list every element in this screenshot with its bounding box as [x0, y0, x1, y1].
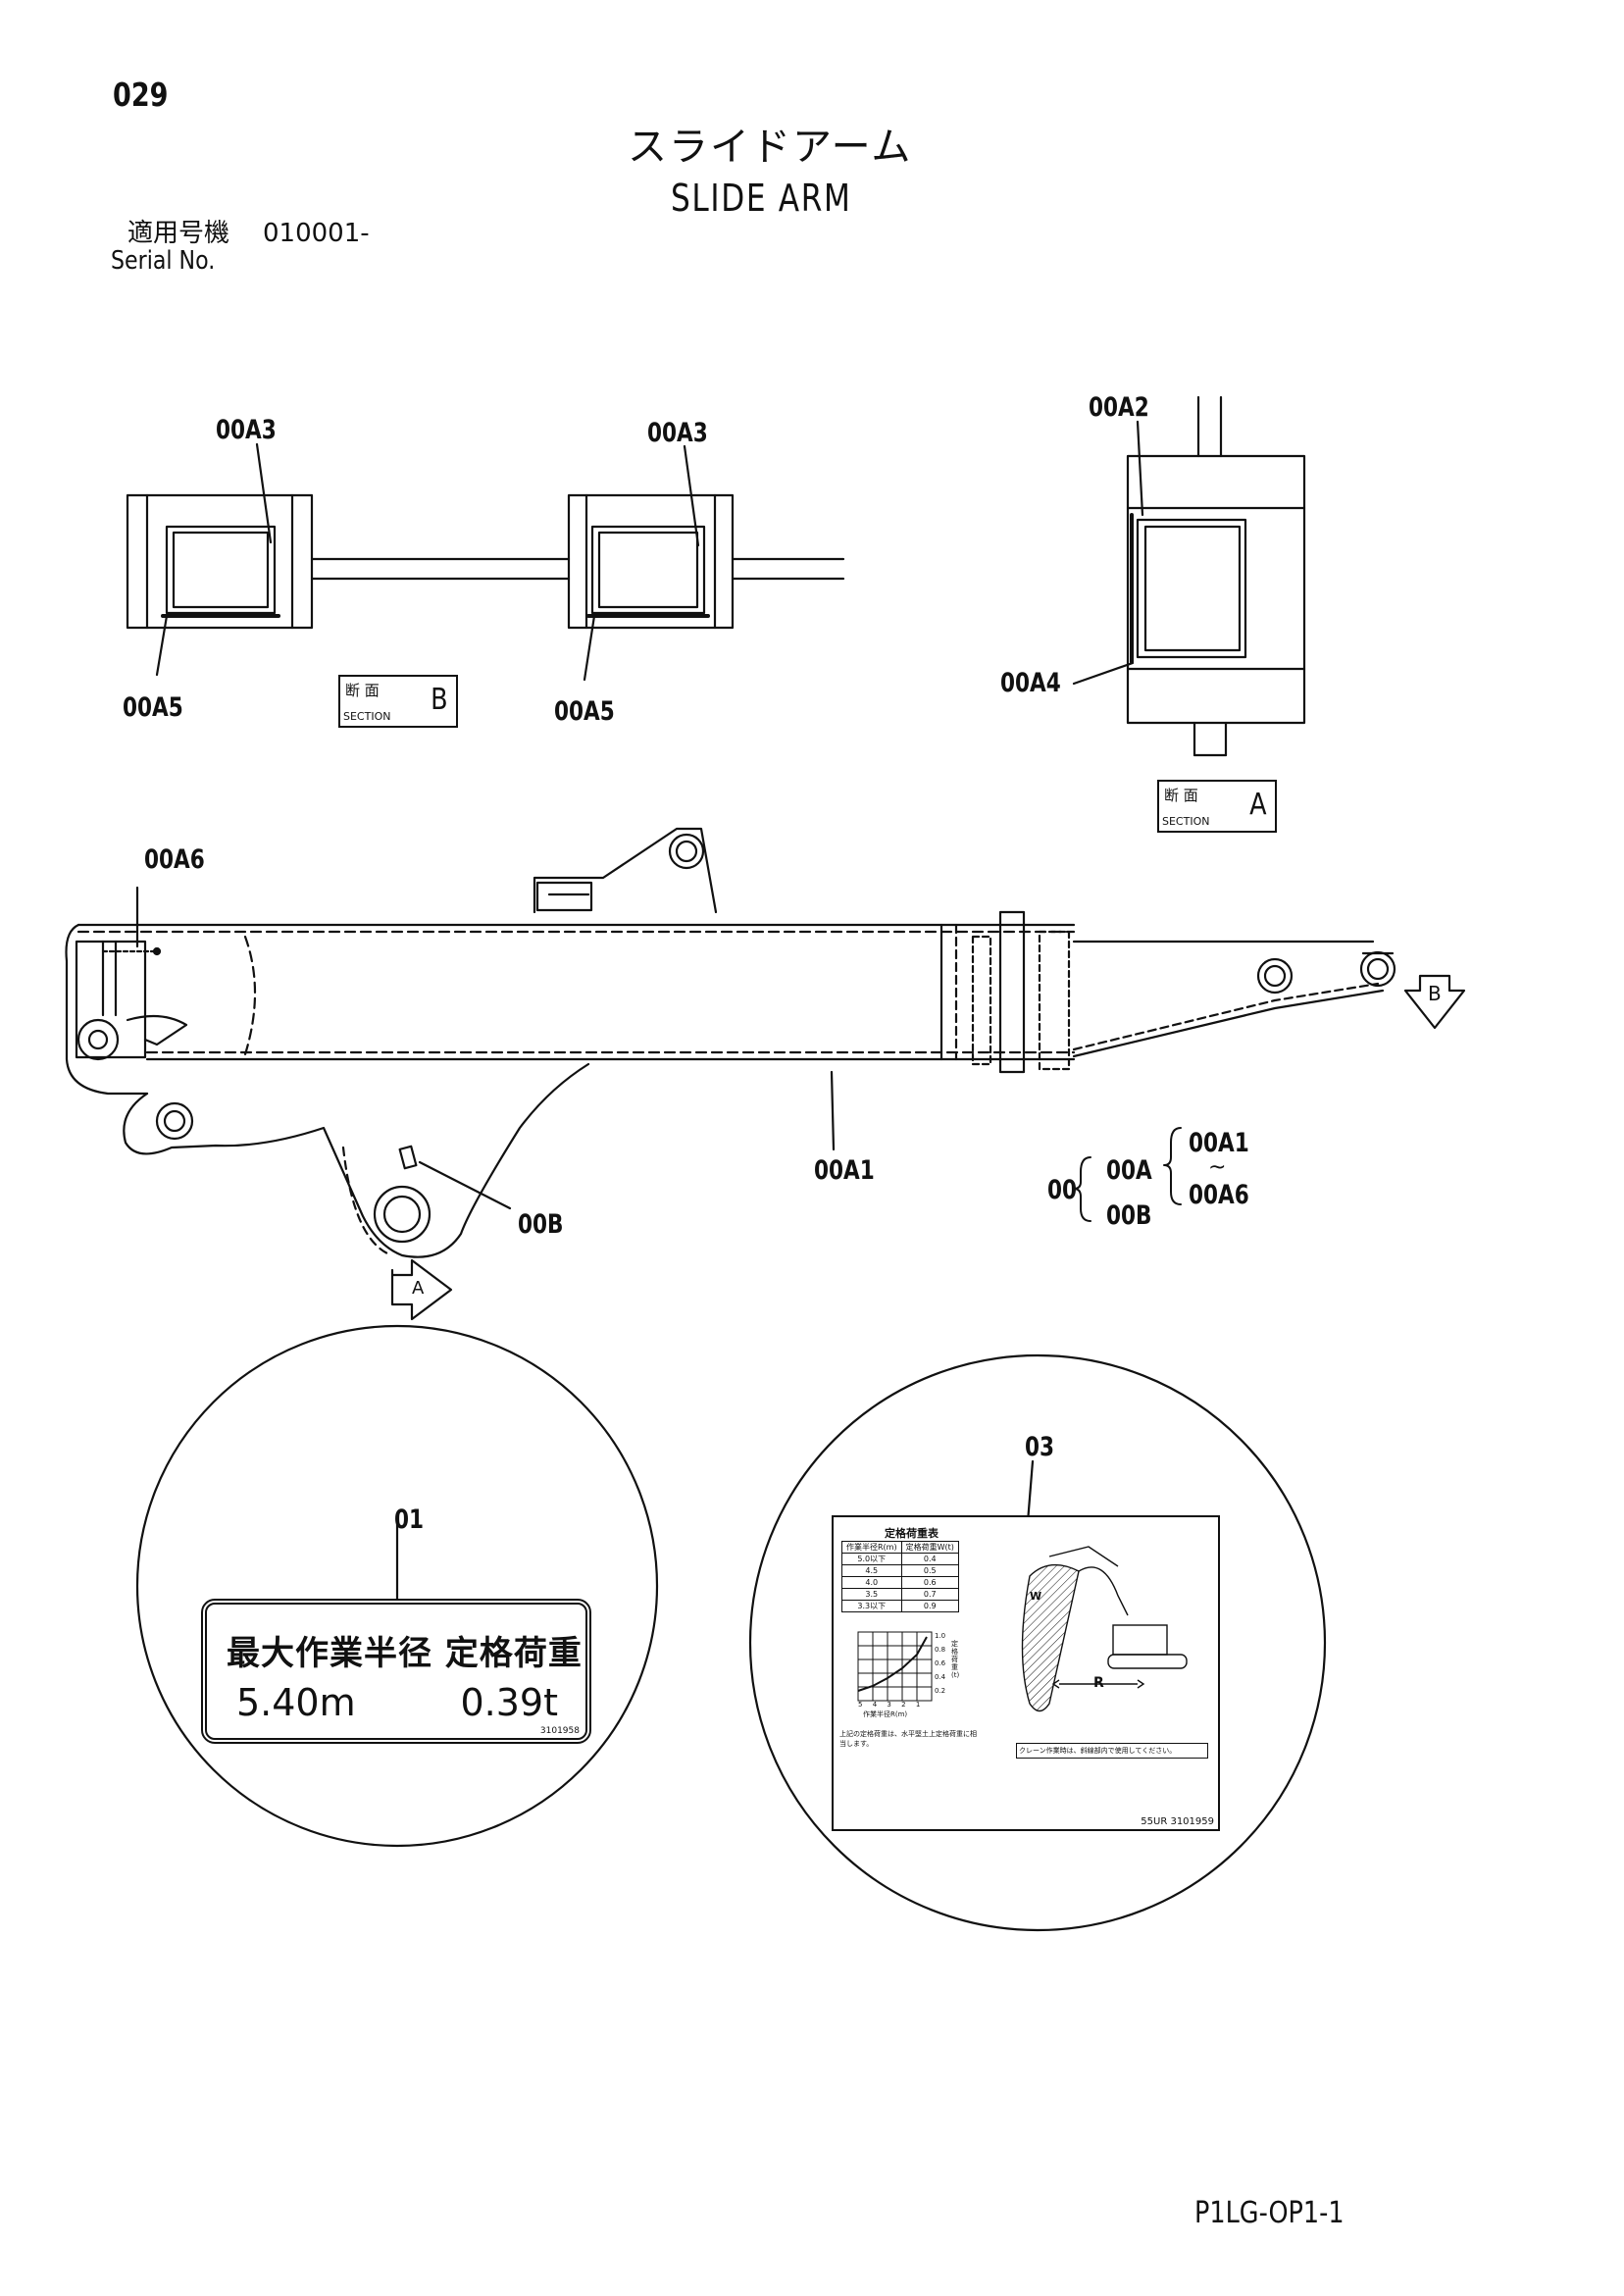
- table-cell: 4.0: [841, 1576, 902, 1589]
- section-b-label: 断 面 SECTION B: [338, 675, 458, 728]
- callout-00a5-left: 00A5: [123, 692, 183, 723]
- table-cell: 0.4: [900, 1553, 959, 1565]
- decal-03-x-ticks: 5 4 3 2 1: [858, 1702, 920, 1709]
- decal-03-w-label: W: [1030, 1590, 1042, 1603]
- page-number: 029: [113, 76, 169, 114]
- callout-03: 03: [1025, 1432, 1055, 1462]
- serial-value: 010001-: [263, 219, 370, 248]
- table-cell: 0.6: [900, 1576, 959, 1589]
- decal-03-x-label: 作業半径R(m): [863, 1710, 908, 1718]
- decal-01-radius: 5.40m: [236, 1681, 356, 1724]
- section-b-jp: 断 面: [345, 682, 380, 699]
- table-cell: 0.7: [900, 1588, 959, 1601]
- callout-00a4: 00A4: [1000, 668, 1061, 698]
- section-a-label: 断 面 SECTION A: [1157, 780, 1277, 833]
- tick-label: 1: [915, 1701, 921, 1709]
- tree-group-b: 00B: [1106, 1200, 1152, 1231]
- callout-00b: 00B: [518, 1209, 564, 1240]
- tick-label: 5: [858, 1701, 863, 1709]
- tick-label: 0.8: [935, 1646, 946, 1654]
- tree-range-start: 00A1: [1189, 1128, 1249, 1158]
- page-title-en: SLIDE ARM: [671, 177, 852, 220]
- table-cell: 0.9: [900, 1600, 959, 1612]
- decal-01-load: 0.39t: [460, 1681, 558, 1724]
- view-arrow-a: [390, 1258, 453, 1321]
- decal-03-r-label: R: [1093, 1675, 1104, 1691]
- decal-03-note: 上記の定格荷重は、水平堅土上定格荷重に相当します。: [839, 1730, 977, 1748]
- table-cell: 0.5: [900, 1564, 959, 1577]
- tick-label: 4: [872, 1701, 878, 1709]
- callout-00a5-right: 00A5: [554, 696, 615, 727]
- decal-01-detail-circle: [135, 1324, 659, 1848]
- view-arrow-b: [1403, 974, 1466, 1030]
- decal-03-excavator-sketch: [1021, 1546, 1188, 1712]
- decal-01-plate: 最大作業半径 定格荷重 5.40m 0.39t 3101958: [201, 1599, 591, 1744]
- decal-03-y-label: 定格荷重(t): [951, 1640, 960, 1679]
- tree-range-end: 00A6: [1189, 1180, 1249, 1210]
- decal-03-col-radius: 作業半径R(m): [841, 1541, 902, 1554]
- tick-label: 1.0: [935, 1632, 946, 1640]
- tree-root: 00: [1047, 1175, 1078, 1205]
- footer-code: P1LG-OP1-1: [1194, 2196, 1345, 2230]
- page-title-jp: スライドアーム: [628, 125, 913, 170]
- decal-03-title: 定格荷重表: [885, 1527, 939, 1540]
- tick-label: 2: [901, 1701, 906, 1709]
- section-b-en: SECTION: [343, 710, 391, 723]
- tree-range-sep: ~: [1208, 1155, 1227, 1180]
- callout-00a2: 00A2: [1089, 392, 1149, 423]
- view-arrow-b-letter: B: [1428, 982, 1442, 1005]
- section-b-letter: B: [431, 683, 448, 717]
- table-cell: 4.5: [841, 1564, 902, 1577]
- decal-03-code: 55UR 3101959: [1141, 1816, 1214, 1827]
- callout-00a3-left: 00A3: [216, 415, 277, 445]
- tree-group-a: 00A: [1106, 1155, 1152, 1186]
- callout-00a3-right: 00A3: [647, 418, 708, 448]
- decal-03-leader: [1026, 1459, 1035, 1524]
- decal-01-heading: 最大作業半径 定格荷重: [227, 1634, 583, 1673]
- arm-side-view: [65, 827, 1396, 1258]
- decal-03-y-ticks: 1.0 0.8 0.6 0.4 0.2: [935, 1629, 945, 1698]
- section-a-jp: 断 面: [1164, 787, 1198, 804]
- tick-label: 0.2: [935, 1687, 946, 1695]
- tick-label: 0.4: [935, 1673, 946, 1681]
- table-cell: 3.5: [841, 1588, 902, 1601]
- section-b-view: [126, 442, 845, 682]
- decal-03-warning: クレーン作業時は、斜線部内で使用してください。: [1016, 1743, 1208, 1759]
- decal-03-col-load: 定格荷重W(t): [900, 1541, 959, 1554]
- serial-label-jp: 適用号機: [127, 219, 230, 248]
- callout-01: 01: [394, 1505, 425, 1535]
- table-cell: 3.3以下: [841, 1600, 902, 1612]
- table-cell: 5.0以下: [841, 1553, 902, 1565]
- section-a-view: [1072, 395, 1306, 757]
- section-a-en: SECTION: [1162, 815, 1210, 828]
- tick-label: 0.6: [935, 1659, 946, 1667]
- decal-03-detail-circle: [748, 1353, 1327, 1932]
- callout-00a6: 00A6: [144, 844, 205, 875]
- decal-03-mini-chart: [857, 1631, 933, 1702]
- serial-label-en: Serial No.: [111, 246, 216, 276]
- section-a-letter: A: [1249, 788, 1267, 822]
- parts-tree-braces: [1073, 1127, 1182, 1222]
- tick-label: 3: [887, 1701, 891, 1709]
- view-arrow-a-letter: A: [412, 1278, 425, 1299]
- decal-01-part-number: 3101958: [539, 1726, 580, 1736]
- callout-00a1: 00A1: [814, 1155, 875, 1186]
